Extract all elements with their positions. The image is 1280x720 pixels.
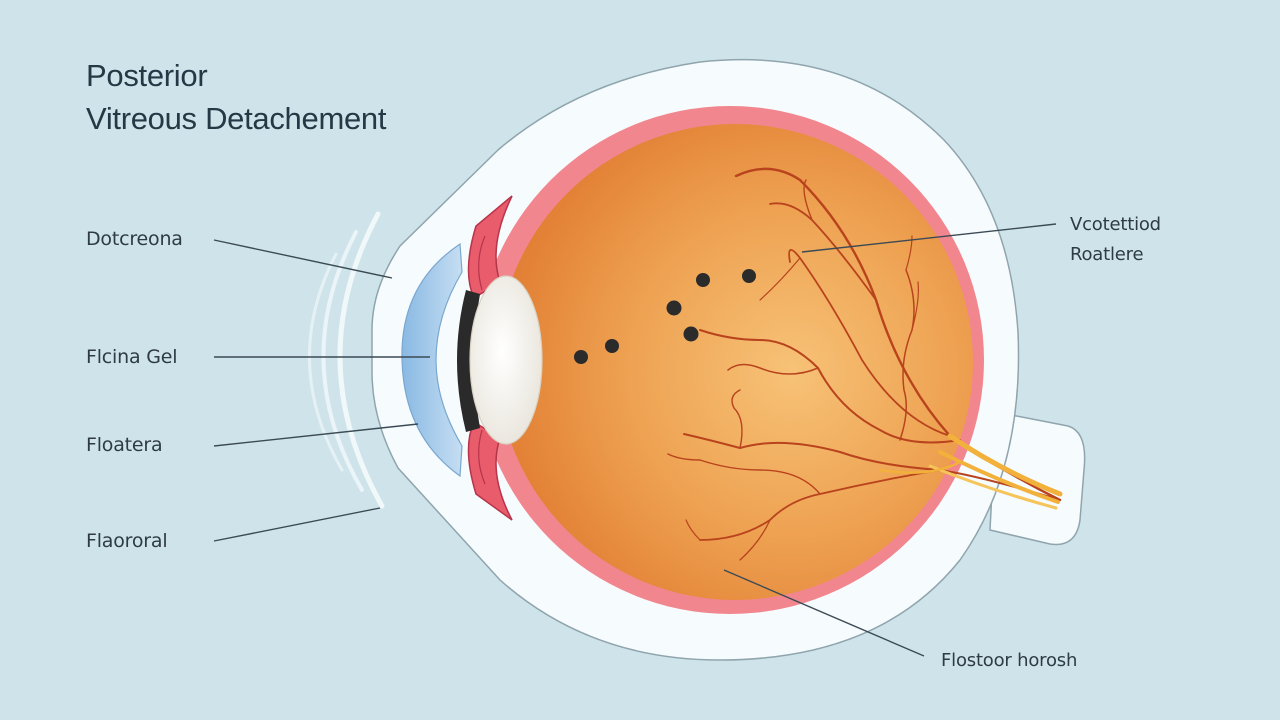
- diagram-title-line1: Posterior: [86, 58, 208, 93]
- label-roatlere: Roatlere: [1070, 244, 1144, 265]
- diagram-title-line2: Vitreous Detachement: [86, 101, 387, 136]
- label-flaororal: Flaororal: [86, 530, 168, 552]
- ciliary-body: [467, 195, 513, 521]
- leader-lines: [213, 223, 1057, 657]
- label-flcina-gel: Flcina Gel: [86, 346, 178, 368]
- label-dotcreona: Dotcreona: [86, 228, 183, 250]
- motion-arcs: [308, 211, 385, 509]
- vitreous-body: [497, 124, 973, 600]
- optic-nerve: [878, 433, 1063, 510]
- label-floatera: Floatera: [86, 434, 163, 456]
- label-vcotettiod: Vcotettiod: [1070, 214, 1161, 235]
- floaters: [574, 269, 756, 364]
- blood-vessels: [667, 167, 1062, 561]
- cornea: [401, 242, 463, 478]
- lens: [469, 275, 543, 445]
- optic-nerve-sheath: [989, 411, 1086, 546]
- label-flostoor-horosh: Flostoor horosh: [941, 650, 1078, 671]
